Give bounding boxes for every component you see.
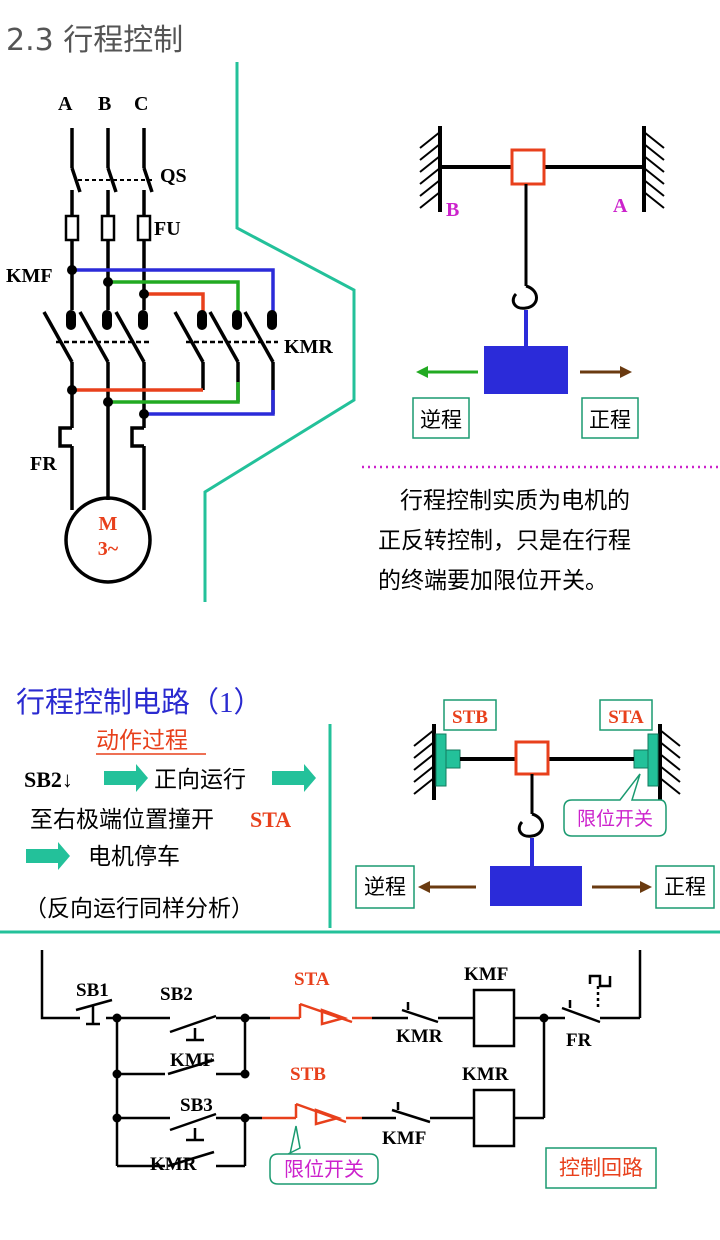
blue-wire-top (72, 268, 275, 312)
control-circuit (40, 950, 642, 1168)
motor-phase-label: 3~ (98, 538, 119, 560)
limit-switch-callout-text: 限位开关 (284, 1158, 364, 1181)
kmr-coil-label: KMR (462, 1064, 509, 1085)
junction-dots (67, 265, 149, 419)
step1-forward: 正向运行 (154, 767, 246, 792)
sb2-label: SB2 (160, 984, 193, 1005)
section2-title: 行程控制电路（1） (16, 686, 263, 719)
contact-arcs (66, 310, 277, 330)
trolley-top (412, 126, 665, 439)
arrow-step1 (104, 764, 148, 792)
stb-label: STB (290, 1064, 326, 1085)
kmf-interlock-label: KMF (382, 1128, 426, 1149)
trolley-bottom-forward: 正程 (664, 875, 706, 899)
sb3-label: SB3 (180, 1095, 213, 1116)
arrow-step3 (26, 842, 70, 870)
sta-label: STA (294, 969, 330, 990)
limit-switch-callout (269, 1125, 379, 1185)
fr-and-motor (58, 420, 152, 584)
kmr-interlock-label: KMR (396, 1026, 443, 1047)
phase-b-label: B (98, 93, 111, 115)
explanation-line2: 正反转控制，只是在行程 (378, 528, 631, 553)
step3-text: 电机停车 (88, 844, 180, 869)
page-title: 2.3 行程控制 (6, 23, 183, 58)
section2-subtitle: 动作过程 (96, 728, 188, 753)
trolley-top-reverse-label: 逆程 (420, 408, 462, 432)
fu-label: FU (154, 218, 181, 240)
trolley-top-forward-label: 正程 (589, 408, 631, 432)
motor-m-label: M (99, 513, 118, 535)
control-circuit-caption: 控制回路 (559, 1156, 643, 1180)
trolley-bottom (355, 699, 715, 909)
explanation-line3: 的终端要加限位开关。 (378, 568, 608, 593)
blue-wire-bottom (144, 390, 275, 416)
control-junction-dots (112, 1013, 549, 1123)
teal-divider-top (203, 62, 356, 602)
trolley-bottom-limit-switch: 限位开关 (577, 808, 653, 830)
caption-box (545, 1147, 657, 1189)
green-wire-bottom (108, 382, 240, 404)
trolley-top-a-label: A (613, 195, 628, 217)
note-text: （反向运行同样分析） (24, 896, 254, 921)
kmf-aux-label: KMF (170, 1050, 214, 1071)
explanation-line1: 行程控制实质为电机的 (400, 488, 630, 513)
sb1-label: SB1 (76, 980, 109, 1001)
step2-sta: STA (250, 807, 291, 832)
kmf-label: KMF (6, 265, 53, 287)
phase-a-label: A (58, 93, 73, 115)
kmf-coil-label: KMF (464, 964, 508, 985)
trolley-top-b-label: B (446, 199, 459, 221)
trolley-bottom-sta: STA (608, 707, 644, 728)
step1-sb2: SB2↓ (24, 767, 73, 792)
trolley-bottom-stb: STB (452, 707, 488, 728)
trolley-bottom-reverse: 逆程 (364, 875, 406, 899)
main-contacts (42, 311, 278, 420)
step2-text: 至右极端位置撞开 (30, 807, 214, 832)
fr-label: FR (30, 453, 57, 475)
kmr-aux-label: KMR (150, 1154, 197, 1175)
limit-switch-contacts (262, 1002, 372, 1126)
fr-control-label: FR (566, 1030, 592, 1051)
green-wire-top (108, 280, 240, 312)
qs-label: QS (160, 165, 187, 187)
red-wire-top (144, 292, 205, 312)
kmr-label: KMR (284, 336, 333, 358)
arrow-step1b (272, 764, 316, 792)
phase-c-label: C (134, 93, 148, 115)
